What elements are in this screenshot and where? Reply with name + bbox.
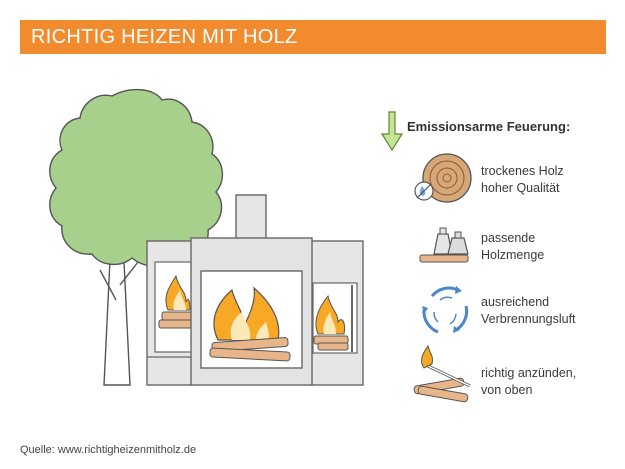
stove-right — [310, 240, 364, 386]
legend-item-dry-wood: trockenes Holz hoher Qualität — [481, 164, 564, 195]
air-circulation-icon — [422, 286, 469, 334]
legend-item-ignite-top: richtig anzünden, von oben — [481, 366, 577, 397]
legend-item-combustion-air: ausreichend Verbrennungsluft — [481, 295, 576, 326]
chimney-pipe — [235, 194, 267, 240]
stove-center — [190, 237, 313, 386]
legend-heading: Emissionsarme Feuerung: — [407, 119, 571, 134]
match-ignite-icon — [413, 344, 471, 403]
page-title: RICHTIG HEIZEN MIT HOLZ — [31, 26, 298, 48]
stove-left — [146, 240, 194, 386]
wood-log-icon — [414, 153, 472, 203]
legend-item-wood-amount: passende Holzmenge — [481, 231, 545, 262]
tree-illustration — [49, 89, 223, 386]
title-banner: RICHTIG HEIZEN MIT HOLZ — [20, 20, 606, 54]
arrow-down-icon — [380, 111, 404, 152]
source-credit: Quelle: www.richtigheizenmitholz.de — [20, 444, 197, 456]
weights-icon — [419, 227, 469, 263]
